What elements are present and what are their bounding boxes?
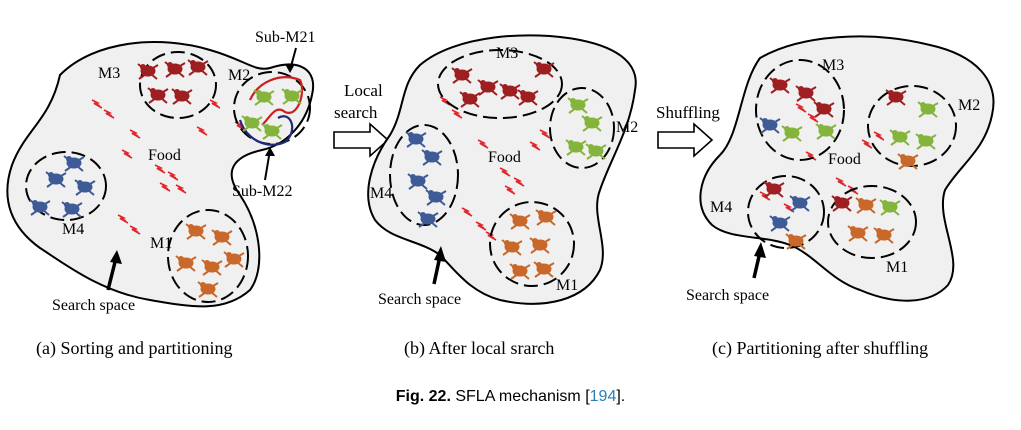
memeplex-m3-boundary xyxy=(437,49,563,119)
local-search-label-line2: search xyxy=(334,103,378,122)
shuffling-label: Shuffling xyxy=(656,103,720,122)
label-food: Food xyxy=(488,149,521,166)
label-m2: M2 xyxy=(616,119,638,136)
sfla-figure: M3 M2 M4 M1 Food Sub-M21 Sub-M22 Search … xyxy=(6,29,995,314)
label-search-space: Search space xyxy=(378,291,461,308)
shuffling-arrow: Shuffling xyxy=(656,103,720,158)
label-sub-m22: Sub-M22 xyxy=(232,183,292,200)
figure-number: Fig. 22. xyxy=(395,388,451,405)
reference-link[interactable]: 194 xyxy=(589,388,617,405)
figure-caption: Fig. 22. SFLA mechanism [194]. xyxy=(0,388,1021,406)
label-m3: M3 xyxy=(822,57,844,74)
local-search-arrow: Local search xyxy=(333,81,390,158)
label-m1: M1 xyxy=(886,259,908,276)
label-m4: M4 xyxy=(710,199,732,216)
panel-a-caption: (a) Sorting and partitioning xyxy=(36,338,233,358)
ref-open: [ xyxy=(585,388,590,405)
label-sub-m21: Sub-M21 xyxy=(255,29,315,46)
memeplex-m3-boundary xyxy=(139,51,217,119)
search-space-region xyxy=(6,41,315,308)
memeplex-m2-boundary xyxy=(233,71,311,145)
label-search-space: Search space xyxy=(686,287,769,304)
label-m2: M2 xyxy=(958,97,980,114)
ref-close: ]. xyxy=(616,388,626,405)
memeplex-m1-boundary xyxy=(827,185,917,259)
memeplex-m1-boundary xyxy=(167,209,249,303)
figure-caption-text: SFLA mechanism xyxy=(455,388,581,405)
panel-b-caption: (b) After local srarch xyxy=(404,338,555,358)
panel-c-caption: (c) Partitioning after shuffling xyxy=(712,338,929,358)
memeplex-m4-boundary xyxy=(25,151,107,221)
memeplex-m4-boundary xyxy=(747,175,825,249)
local-search-label-line1: Local xyxy=(344,81,383,100)
label-m3: M3 xyxy=(98,65,120,82)
sub-m21-curve xyxy=(248,76,304,126)
panel-a: M3 M2 M4 M1 Food Sub-M21 Sub-M22 Search … xyxy=(6,29,315,314)
label-m1: M1 xyxy=(556,277,578,294)
label-search-space: Search space xyxy=(52,297,135,314)
memeplex-m1-boundary xyxy=(489,201,575,287)
label-m1: M1 xyxy=(150,235,172,252)
label-food: Food xyxy=(148,147,181,164)
label-m3: M3 xyxy=(496,45,518,62)
search-space-region xyxy=(699,35,995,302)
label-food: Food xyxy=(828,151,861,168)
memeplex-m4-boundary xyxy=(389,124,459,226)
panel-c: M3 M2 M4 M1 Food Search space xyxy=(686,35,995,304)
search-space-pointer xyxy=(106,257,118,291)
label-m4: M4 xyxy=(370,185,392,202)
label-m4: M4 xyxy=(62,221,84,238)
label-m2: M2 xyxy=(228,67,250,84)
sub-m22-curve xyxy=(238,115,294,146)
memeplex-m3-boundary xyxy=(755,59,845,161)
memeplex-m2-boundary xyxy=(549,87,615,169)
panel-b: M3 M2 M4 M1 Food Search space xyxy=(367,34,638,308)
